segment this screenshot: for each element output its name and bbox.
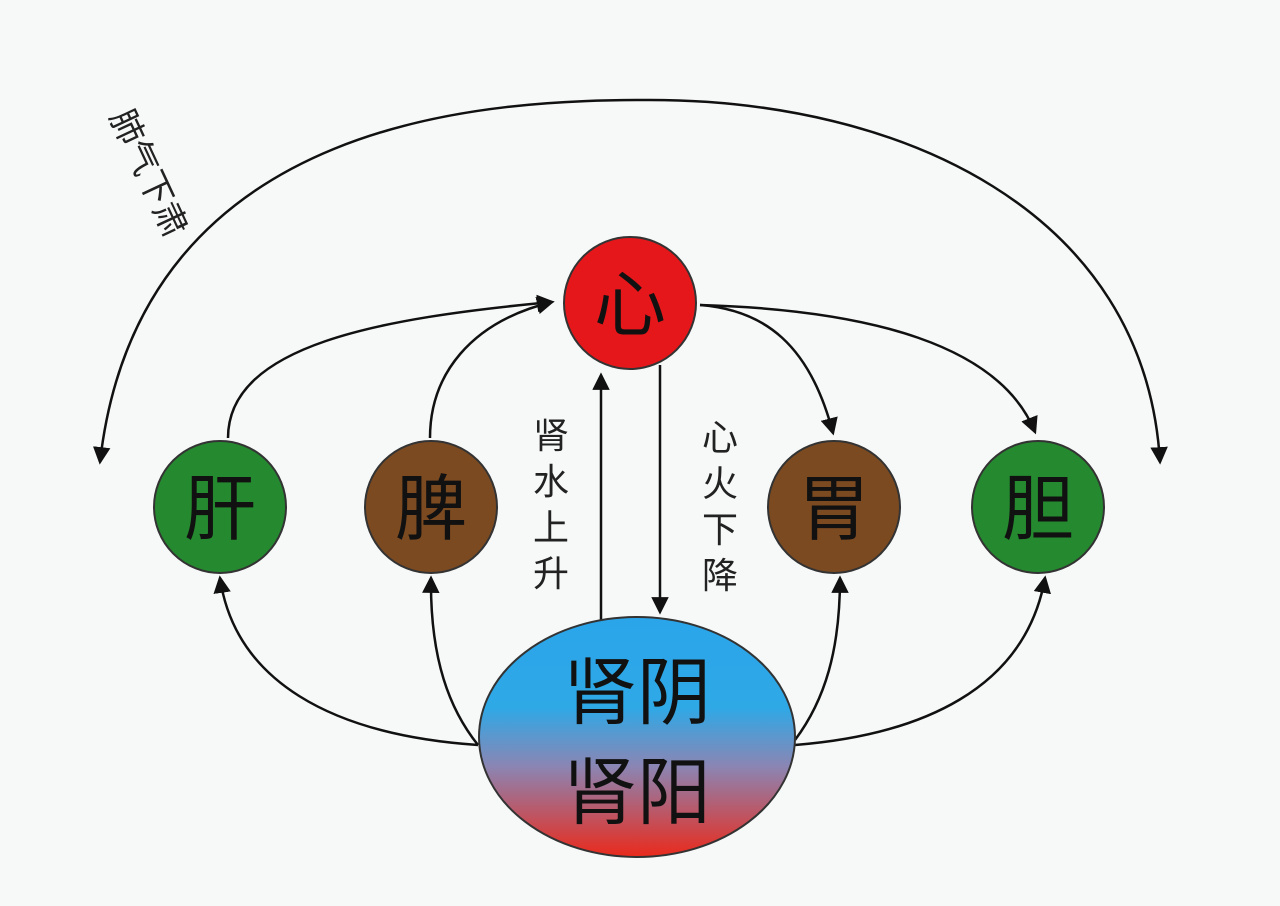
kidney-yang-label: 肾阳 — [563, 750, 711, 836]
spleen-label: 脾 — [395, 467, 467, 551]
heart-fire-descends-label: 心 火 下 降 — [702, 418, 738, 597]
arrow-heart-to-stomach — [699, 303, 838, 436]
heart-fire-char-1: 心 — [702, 418, 738, 459]
heart-node: 心 — [563, 236, 697, 370]
arrow-kidney-to-gallbladder — [794, 575, 1051, 747]
kidney-water-rises-label: 肾 水 上 升 — [533, 416, 569, 595]
liver-node: 肝 — [153, 440, 287, 574]
gallbladder-circle — [971, 440, 1105, 574]
spleen-circle — [364, 440, 498, 574]
heart-fire-char-2: 火 — [702, 464, 738, 505]
arrow-heart-to-gallbladder — [699, 303, 1038, 435]
lung-qi-arc — [93, 98, 1168, 465]
spleen-node: 脾 — [364, 440, 498, 574]
kidney-water-char-2: 水 — [533, 462, 569, 503]
heart-circle — [563, 236, 697, 370]
heart-fire-char-3: 下 — [702, 510, 738, 551]
kidney-node: 肾阴 肾阳 — [478, 616, 796, 858]
liver-circle — [153, 440, 287, 574]
lung-qi-descends-label: 肺气下肃 — [101, 103, 195, 243]
arrow-kidney-to-stomach — [793, 575, 849, 741]
kidney-water-char-3: 上 — [533, 508, 569, 549]
heart-fire-char-4: 降 — [702, 556, 738, 597]
gallbladder-label: 胆 — [1002, 467, 1074, 551]
stomach-node: 胃 — [767, 440, 901, 574]
arrow-liver-to-heart — [226, 294, 555, 439]
arrow-spleen-to-heart — [428, 297, 555, 439]
arrow-kidney-to-liver — [213, 575, 479, 747]
kidney-water-char-4: 升 — [533, 554, 569, 595]
kidney-yin-label: 肾阴 — [563, 650, 711, 736]
kidney-water-char-1: 肾 — [533, 416, 569, 457]
gallbladder-node: 胆 — [971, 440, 1105, 574]
arrow-kidney-to-spleen — [422, 575, 479, 746]
stomach-circle — [767, 440, 901, 574]
liver-label: 肝 — [184, 467, 256, 551]
stomach-label: 胃 — [798, 467, 870, 551]
kidney-ellipse — [478, 616, 796, 858]
heart-label: 心 — [594, 263, 666, 347]
